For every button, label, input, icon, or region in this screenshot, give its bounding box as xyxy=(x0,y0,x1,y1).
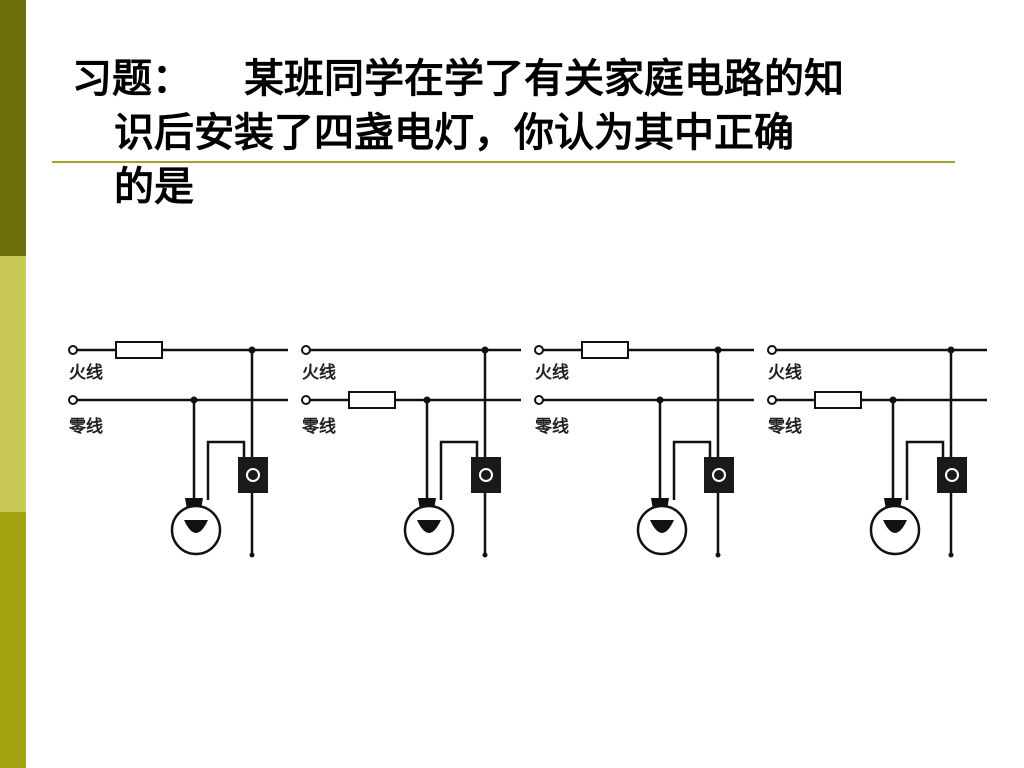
exercise-label: 习题： xyxy=(72,55,192,102)
neutral-terminal xyxy=(534,395,544,405)
switch-box xyxy=(238,457,268,493)
sidebar-accent-top xyxy=(0,0,26,256)
neutral-terminal xyxy=(68,395,78,405)
title-divider xyxy=(52,161,955,163)
live-wire-label: 火线 xyxy=(302,362,336,383)
switch-knob xyxy=(712,468,726,482)
wire-end-dot xyxy=(482,552,488,558)
switch-knob xyxy=(945,468,959,482)
switch-box xyxy=(471,457,501,493)
sidebar-accent-bottom xyxy=(0,512,26,768)
lamp-filament xyxy=(184,520,208,533)
lamp-switch-wire xyxy=(672,440,712,500)
neutral-terminal xyxy=(767,395,777,405)
neutral-wire-label: 零线 xyxy=(301,416,336,437)
lamp-switch-wire xyxy=(206,440,246,500)
wire-end-dot xyxy=(715,552,721,558)
lamp-switch-wire xyxy=(439,440,479,500)
live-wire-label: 火线 xyxy=(69,362,103,383)
neutral-terminal xyxy=(301,395,311,405)
fuse xyxy=(115,341,163,359)
switch-box xyxy=(704,457,734,493)
wire-end-dot xyxy=(249,552,255,558)
lamp-filament xyxy=(883,520,907,533)
question-line-3: 的是 xyxy=(114,163,194,210)
switch-box xyxy=(937,457,967,493)
lamp-filament xyxy=(650,520,674,533)
question-part-1: 某班同学在学了有关家庭电路的知 xyxy=(244,55,844,102)
neutral-wire-label: 零线 xyxy=(68,416,103,437)
live-wire-label: 火线 xyxy=(535,362,569,383)
neutral-wire-label: 零线 xyxy=(767,416,802,437)
live-terminal xyxy=(68,345,78,355)
lamp-filament xyxy=(417,520,441,533)
live-terminal xyxy=(534,345,544,355)
lamp-switch-wire xyxy=(905,440,945,500)
question-text: 习题： 某班同学在学了有关家庭电路的知 识后安装了四盏电灯，你认为其中正确 的是 xyxy=(72,52,952,214)
neutral-wire-label: 零线 xyxy=(534,416,569,437)
sidebar-accent-middle xyxy=(0,256,26,512)
fuse xyxy=(581,341,629,359)
switch-knob xyxy=(479,468,493,482)
live-terminal xyxy=(767,345,777,355)
live-wire-label: 火线 xyxy=(768,362,802,383)
wire-end-dot xyxy=(948,552,954,558)
question-line-2: 识后安装了四盏电灯，你认为其中正确 xyxy=(114,109,794,156)
switch-knob xyxy=(246,468,260,482)
fuse xyxy=(814,391,862,409)
live-terminal xyxy=(301,345,311,355)
circuit-diagrams: 火线零线火线零线火线零线火线零线 xyxy=(64,330,994,580)
fuse xyxy=(348,391,396,409)
question-line-1: 习题： 某班同学在学了有关家庭电路的知 xyxy=(72,52,952,106)
